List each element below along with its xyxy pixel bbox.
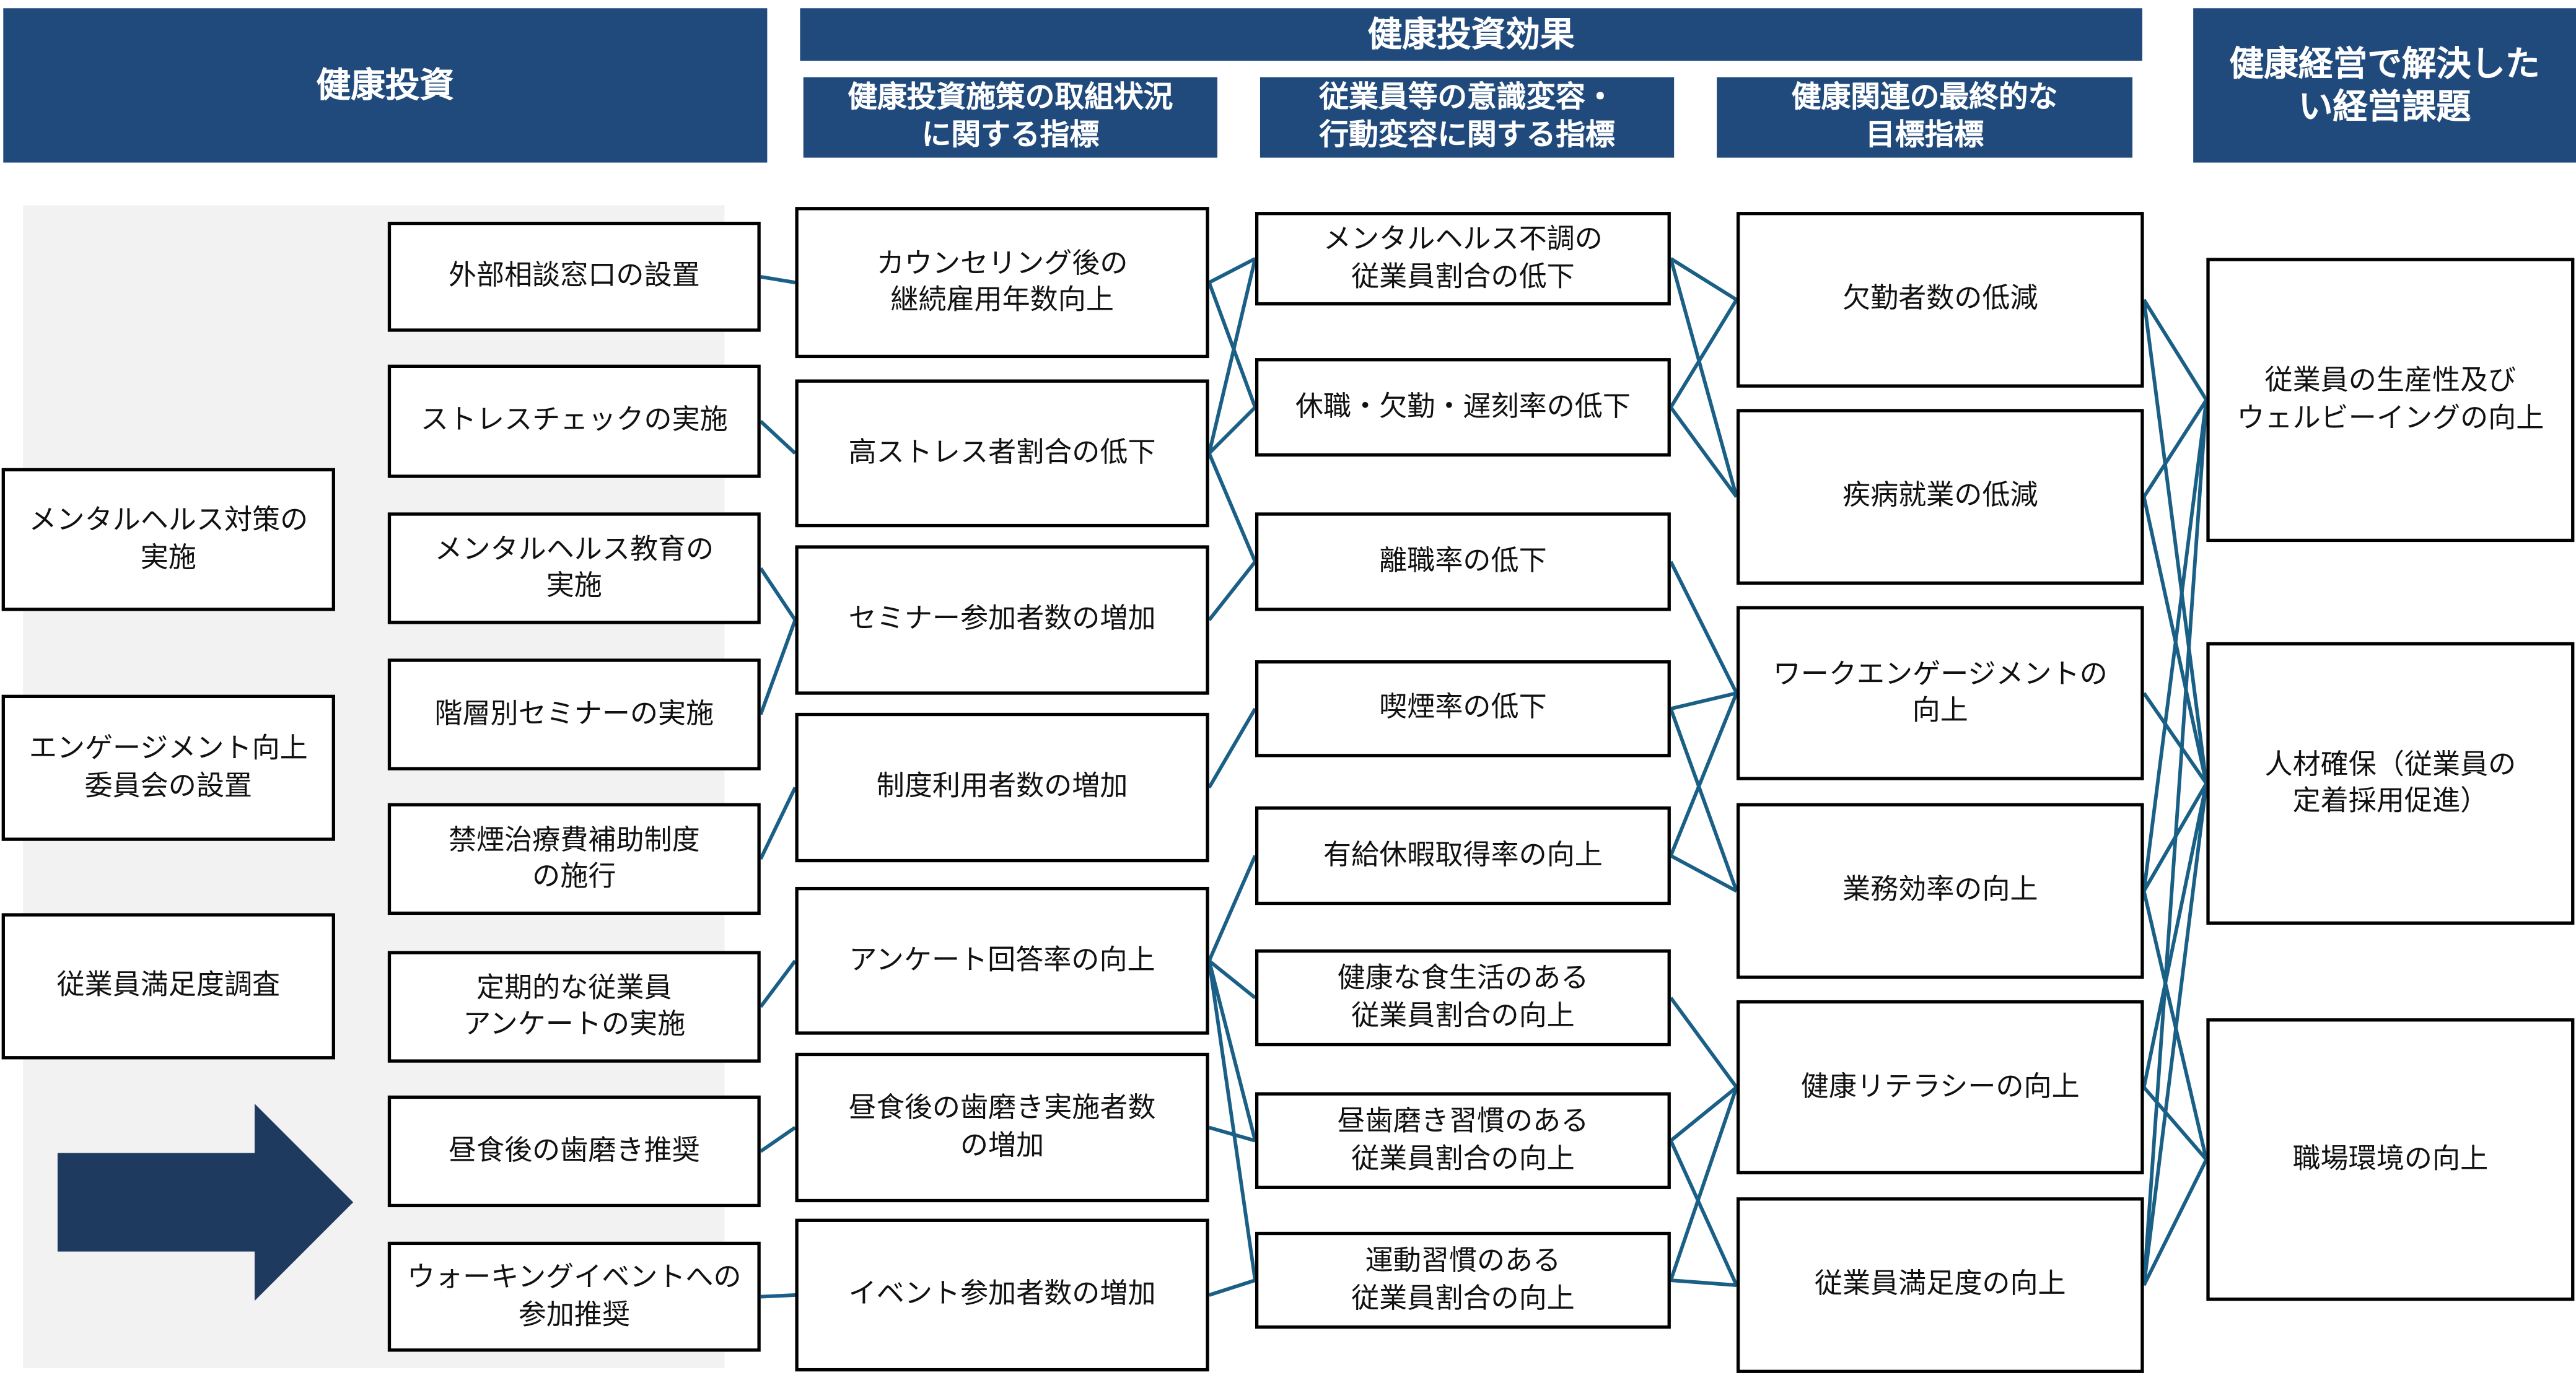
connection-line — [759, 959, 797, 1008]
initiative-category-box: メンタルヘルス対策の 実施 — [1, 468, 335, 611]
behavior-indicator-box: 健康な食生活のある 従業員割合の向上 — [1255, 949, 1671, 1047]
connection-line — [1669, 708, 1738, 892]
connection-line — [2142, 399, 2209, 1286]
connection-line — [759, 787, 797, 860]
connection-line — [1670, 257, 1738, 302]
connection-line — [1207, 959, 1256, 1000]
connection-line — [760, 1293, 795, 1299]
behavior-indicator-box: 離職率の低下 — [1255, 512, 1671, 611]
initiative-indicator-box: カウンセリング後の 継続雇用年数向上 — [795, 207, 1209, 359]
final-goal-box: ワークエンゲージメントの 向上 — [1736, 606, 2144, 780]
health-measure-box: 定期的な従業員 アンケートの実施 — [387, 951, 761, 1063]
behavior-indicator-box: メンタルヘルス不調の 従業員割合の低下 — [1255, 212, 1671, 306]
connection-line — [1670, 1086, 1738, 1142]
connection-line — [1670, 691, 1737, 711]
connection-line — [2142, 783, 2209, 1286]
initiative-indicator-box: 制度利用者数の増加 — [795, 712, 1209, 863]
connection-line — [1207, 855, 1257, 962]
connection-line — [1207, 406, 1257, 455]
header-effects: 健康投資効果 — [800, 8, 2142, 61]
connection-line — [2142, 1158, 2208, 1286]
connection-line — [759, 567, 797, 621]
connection-line — [1669, 299, 1738, 409]
health-measure-box: ストレスチェックの実施 — [387, 364, 761, 478]
subheader-awareness: 従業員等の意識変容・ 行動変容に関する指標 — [1260, 77, 1675, 158]
connection-line — [1207, 282, 1257, 408]
connection-line — [759, 619, 797, 715]
header-investment: 健康投資 — [3, 8, 768, 163]
connection-line — [1670, 854, 1738, 893]
connection-line — [1207, 561, 1257, 621]
connection-line — [2142, 299, 2208, 401]
arrow-right-icon — [57, 1104, 354, 1301]
final-goal-box: 疾病就業の低減 — [1736, 409, 2144, 585]
connection-line — [1669, 406, 1738, 498]
connection-line — [1207, 960, 1257, 1141]
initiative-category-box: エンゲージメント向上 委員会の設置 — [1, 694, 335, 841]
connection-line — [1670, 1278, 1737, 1287]
management-issue-box: 人材確保（従業員の 定着採用促進） — [2206, 642, 2575, 925]
behavior-indicator-box: 運動習慣のある 従業員割合の向上 — [1255, 1231, 1671, 1329]
connection-line — [2142, 399, 2209, 891]
header-issues: 健康経営で解決した い経営課題 — [2193, 8, 2576, 163]
connection-line — [2142, 399, 2208, 498]
connection-line — [2142, 299, 2209, 784]
health-measure-box: 階層別セミナーの実施 — [387, 658, 761, 770]
health-measure-box: 外部相談窓口の設置 — [387, 221, 761, 332]
initiative-category-box: 従業員満足度調査 — [1, 913, 335, 1060]
connection-line — [760, 274, 795, 284]
connection-line — [2142, 1086, 2208, 1161]
subheader-initiatives: 健康投資施策の取組状況 に関する指標 — [803, 77, 1217, 158]
connection-line — [2142, 692, 2208, 785]
initiative-indicator-box: 高ストレス者割合の低下 — [795, 379, 1209, 528]
health-measure-box: 昼食後の歯磨き推奨 — [387, 1095, 761, 1208]
connection-line — [1669, 561, 1738, 694]
connection-line — [1669, 692, 1738, 857]
connection-line — [1208, 1125, 1256, 1143]
management-issue-box: 職場環境の向上 — [2206, 1018, 2575, 1301]
connection-line — [1669, 997, 1738, 1089]
final-goal-box: 業務効率の向上 — [1736, 803, 2144, 979]
behavior-indicator-box: 有給休暇取得率の向上 — [1255, 806, 1671, 906]
connection-line — [1207, 960, 1257, 1281]
initiative-indicator-box: セミナー参加者数の増加 — [795, 545, 1209, 695]
connection-line — [2142, 783, 2209, 1088]
initiative-indicator-box: アンケート回答率の向上 — [795, 886, 1209, 1035]
final-goal-box: 従業員満足度の向上 — [1736, 1197, 2144, 1373]
connection-line — [1207, 452, 1257, 563]
connection-line — [759, 420, 797, 455]
health-measure-box: 禁煙治療費補助制度 の施行 — [387, 803, 761, 915]
connection-line — [1669, 1086, 1738, 1281]
health-measure-box: ウォーキングイベントへの 参加推奨 — [387, 1241, 761, 1352]
connection-line — [1207, 707, 1257, 789]
final-goal-box: 欠勤者数の低減 — [1736, 212, 2144, 388]
subheader-final-goals: 健康関連の最終的な 目標指標 — [1717, 77, 2133, 158]
behavior-indicator-box: 昼歯磨き習慣のある 従業員割合の向上 — [1255, 1092, 1671, 1189]
connection-line — [760, 1126, 797, 1153]
connection-line — [1669, 1140, 1738, 1286]
connection-line — [1207, 258, 1257, 454]
connection-line — [1208, 1278, 1256, 1297]
health-measure-box: メンタルヘルス教育の 実施 — [387, 512, 761, 624]
connection-line — [1208, 257, 1256, 284]
initiative-indicator-box: 昼食後の歯磨き実施者数 の増加 — [795, 1052, 1209, 1203]
behavior-indicator-box: 喫煙率の低下 — [1255, 660, 1671, 757]
management-issue-box: 従業員の生産性及び ウェルビーイングの向上 — [2206, 258, 2575, 543]
final-goal-box: 健康リテラシーの向上 — [1736, 1000, 2144, 1175]
behavior-indicator-box: 休職・欠勤・遅刻率の低下 — [1255, 358, 1671, 457]
initiative-indicator-box: イベント参加者数の増加 — [795, 1218, 1209, 1372]
connection-line — [1669, 258, 1738, 497]
